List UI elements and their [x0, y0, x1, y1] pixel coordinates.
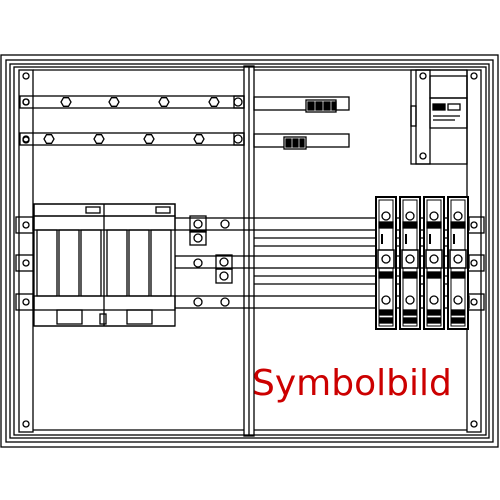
- busbar-upper-bottom: [19, 132, 245, 146]
- mounting-plate-outline: [33, 69, 467, 431]
- terminal-rail-bottom: [253, 133, 350, 150]
- enclosure-frame: [0, 54, 499, 448]
- terminal-rail-top: [253, 96, 350, 113]
- fuse-disconnectors: [375, 196, 469, 330]
- watermark-text: Symbolbild: [252, 363, 452, 404]
- surge-protection-device: [410, 69, 468, 165]
- busbar-connectors: [189, 215, 233, 307]
- main-switch-unit: [33, 203, 176, 327]
- busbar-upper-top: [19, 95, 245, 109]
